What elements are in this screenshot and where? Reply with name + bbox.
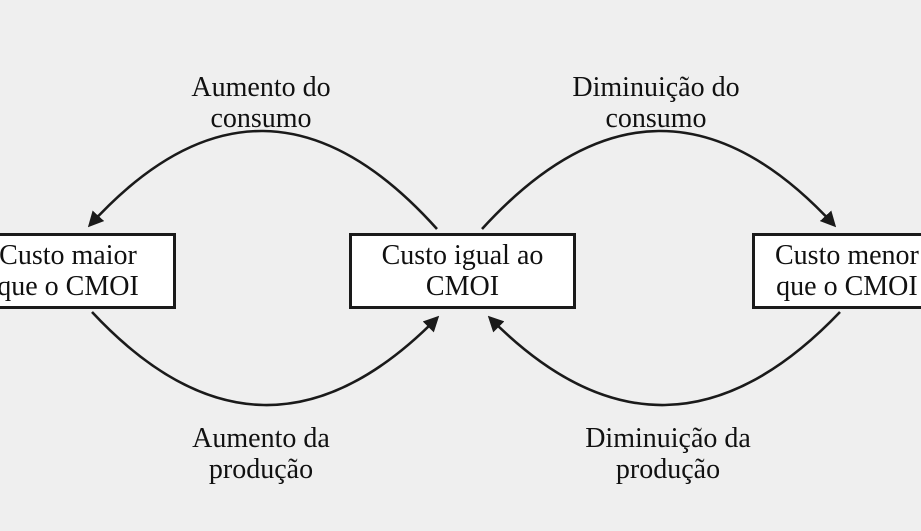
label-increase-production: Aumento da produção [192,423,330,485]
arc-bottom-right-arrow [487,311,841,407]
arc-bottom-left-arrow [91,311,440,407]
label-decrease-consumption: Diminuição do consumo [572,72,740,134]
arc-top-right-arrow [481,129,837,230]
label-increase-consumption: Aumento do consumo [191,72,331,134]
label-decrease-production: Diminuição da produção [585,423,751,485]
arc-top-left-arrow [87,129,438,230]
box-cost-higher: Custo maior que o CMOI [0,233,176,309]
box-cost-lower: Custo menor que o CMOI [752,233,921,309]
box-cost-equal: Custo igual ao CMOI [349,233,576,309]
